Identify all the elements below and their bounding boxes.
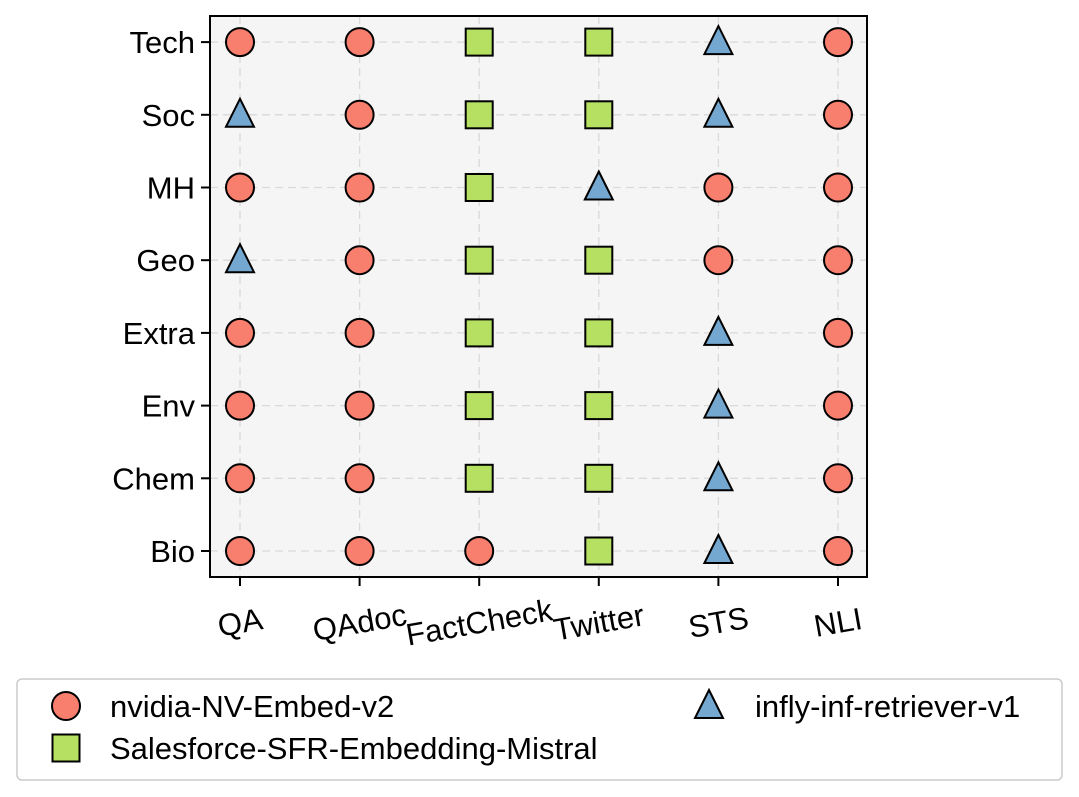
marker-circle [344, 99, 375, 130]
marker-triangle [702, 460, 735, 492]
marker-circle [344, 390, 375, 421]
marker-square [584, 391, 614, 421]
x-tick-label: FactCheck [403, 592, 555, 652]
marker-circle [344, 245, 375, 276]
marker-circle [823, 27, 853, 58]
marker-triangle [583, 169, 615, 201]
marker-square [464, 173, 494, 202]
marker-circle [823, 172, 853, 203]
marker-triangle [224, 96, 256, 128]
marker-circle [344, 27, 375, 58]
marker-circle [344, 536, 375, 566]
x-tick-label: STS [686, 600, 751, 645]
marker-square [584, 463, 614, 493]
marker-square [584, 27, 614, 57]
marker-square [464, 391, 494, 421]
x-tick-label: NLI [811, 601, 865, 644]
y-tick-label: Extra [123, 316, 196, 351]
y-tick-label: Geo [136, 243, 195, 278]
y-tick-label: Env [142, 389, 196, 424]
legend: nvidia-NV-Embed-v2Salesforce-SFR-Embeddi… [16, 678, 1063, 781]
marker-square [464, 100, 494, 130]
marker-circle [225, 536, 255, 566]
marker-circle [225, 463, 255, 494]
marker-circle [823, 99, 853, 130]
y-tick-label: Soc [142, 98, 195, 133]
marker-circle [464, 536, 495, 566]
marker-square [584, 318, 614, 348]
legend-marker-square [51, 733, 81, 763]
y-tick-label: Bio [150, 534, 195, 569]
marker-triangle [702, 532, 735, 564]
marker-circle [823, 390, 853, 421]
marker-square [464, 463, 494, 493]
marker-circle [823, 245, 853, 276]
legend-marker-circle [51, 691, 81, 721]
marker-circle [703, 245, 734, 276]
y-tick-label: Tech [130, 25, 195, 60]
marker-circle [225, 317, 255, 348]
legend-label: Salesforce-SFR-Embedding-Mistral [110, 731, 598, 766]
marker-triangle [702, 96, 735, 128]
x-tick-label: Twitter [551, 597, 647, 647]
marker-square [584, 536, 614, 566]
marker-circle [823, 463, 853, 494]
marker-circle [823, 536, 853, 566]
marker-square [584, 245, 614, 275]
marker-circle [225, 390, 255, 421]
marker-circle [344, 172, 375, 203]
marker-triangle [702, 23, 735, 56]
y-tick-label: MH [147, 171, 195, 206]
marker-circle [225, 27, 255, 58]
plot-frame [209, 15, 868, 578]
marker-square [584, 100, 614, 130]
plot-area [210, 16, 867, 577]
marker-triangle [702, 387, 735, 419]
y-tick-label: Chem [112, 461, 195, 496]
marker-square [464, 245, 494, 275]
markers [224, 23, 853, 566]
legend-label: infly-inf-retriever-v1 [755, 689, 1020, 724]
marker-triangle [702, 314, 735, 346]
marker-circle [344, 317, 375, 348]
legend-frame [16, 678, 1063, 781]
marker-square [464, 27, 494, 57]
legend-label: nvidia-NV-Embed-v2 [110, 689, 394, 724]
marker-circle [344, 463, 375, 494]
marker-circle [703, 172, 734, 203]
x-tick-label: QA [215, 601, 266, 643]
marker-triangle [224, 241, 256, 274]
legend-marker-triangle [693, 687, 725, 719]
x-tick-label: QAdoc [310, 597, 409, 648]
y-axis: Bio Chem Env Extra Geo MH Soc Tech [112, 25, 210, 569]
marker-circle [225, 172, 255, 203]
marker-circle [823, 317, 853, 348]
marker-square [464, 318, 494, 348]
